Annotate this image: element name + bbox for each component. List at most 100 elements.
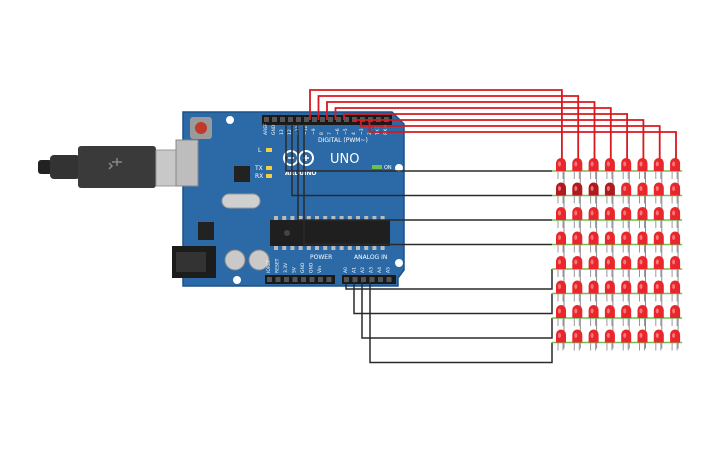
matrix-led[interactable]: [653, 182, 664, 204]
matrix-led[interactable]: [637, 280, 648, 302]
matrix-led[interactable]: [588, 231, 599, 253]
matrix-led[interactable]: [637, 256, 648, 277]
matrix-led[interactable]: [670, 256, 681, 277]
matrix-led[interactable]: [670, 158, 681, 179]
column-wire[interactable]: [369, 282, 553, 364]
matrix-led[interactable]: [621, 329, 632, 351]
led-highlight: [639, 284, 643, 289]
led-body: [588, 207, 599, 220]
matrix-led[interactable]: [588, 158, 599, 179]
matrix-led[interactable]: [572, 280, 583, 302]
row-wire[interactable]: [343, 113, 628, 161]
matrix-led[interactable]: [653, 305, 664, 326]
matrix-led[interactable]: [572, 207, 583, 228]
matrix-led[interactable]: [604, 158, 615, 179]
matrix-led[interactable]: [637, 207, 648, 228]
matrix-led[interactable]: [653, 280, 664, 302]
matrix-led[interactable]: [588, 207, 599, 228]
led-body: [556, 182, 566, 196]
matrix-led[interactable]: [637, 231, 648, 253]
column-wires[interactable]: [285, 124, 553, 364]
matrix-led[interactable]: [588, 256, 599, 277]
mounting-hole: [395, 164, 403, 172]
matrix-led[interactable]: [588, 280, 599, 302]
matrix-led[interactable]: [556, 158, 566, 179]
matrix-led[interactable]: [637, 158, 648, 179]
column-wire[interactable]: [297, 124, 552, 221]
matrix-led[interactable]: [588, 182, 599, 204]
matrix-led[interactable]: [556, 182, 566, 204]
matrix-led[interactable]: [604, 207, 615, 228]
matrix-led[interactable]: [604, 231, 615, 253]
matrix-led[interactable]: [572, 231, 583, 253]
matrix-led[interactable]: [604, 280, 615, 302]
matrix-led[interactable]: [653, 231, 664, 253]
matrix-led[interactable]: [670, 329, 681, 351]
matrix-led[interactable]: [653, 329, 664, 351]
led-highlight: [623, 333, 627, 338]
matrix-led[interactable]: [556, 280, 566, 302]
matrix-led[interactable]: [653, 207, 664, 228]
led-body: [588, 305, 599, 318]
matrix-led[interactable]: [556, 231, 566, 253]
row-wire[interactable]: [368, 120, 677, 161]
led-highlight: [590, 333, 594, 338]
led-highlight: [574, 161, 578, 167]
matrix-led[interactable]: [637, 329, 648, 351]
matrix-led[interactable]: [556, 305, 566, 326]
matrix-led[interactable]: [604, 329, 615, 351]
matrix-led[interactable]: [572, 158, 583, 179]
matrix-led[interactable]: [653, 256, 664, 277]
matrix-led[interactable]: [621, 305, 632, 326]
matrix-led[interactable]: [621, 182, 632, 204]
row-wire[interactable]: [352, 119, 645, 161]
row-wire[interactable]: [360, 120, 661, 161]
matrix-led[interactable]: [572, 329, 583, 351]
matrix-led[interactable]: [588, 329, 599, 351]
column-wire[interactable]: [291, 124, 552, 197]
matrix-led[interactable]: [621, 158, 632, 179]
column-wire[interactable]: [285, 124, 552, 172]
matrix-led[interactable]: [556, 207, 566, 228]
matrix-led[interactable]: [621, 207, 632, 228]
column-wire[interactable]: [353, 282, 553, 315]
matrix-led[interactable]: [670, 182, 681, 204]
led-highlight: [606, 161, 610, 167]
matrix-led[interactable]: [572, 305, 583, 326]
matrix-led[interactable]: [653, 158, 664, 179]
matrix-led[interactable]: [604, 256, 615, 277]
matrix-led[interactable]: [670, 280, 681, 302]
row-wires[interactable]: [309, 89, 677, 161]
matrix-led[interactable]: [604, 305, 615, 326]
matrix-led[interactable]: [670, 207, 681, 228]
row-wire[interactable]: [317, 95, 580, 161]
matrix-led[interactable]: [670, 231, 681, 253]
matrix-led[interactable]: [572, 256, 583, 277]
matrix-led[interactable]: [621, 231, 632, 253]
matrix-led[interactable]: [556, 329, 566, 351]
column-wire[interactable]: [303, 124, 552, 246]
matrix-led[interactable]: [604, 182, 615, 204]
chip-pin: [347, 246, 352, 250]
matrix-led[interactable]: [621, 256, 632, 277]
arduino-logo-text: ARDUINO: [285, 170, 316, 177]
matrix-led[interactable]: [588, 305, 599, 326]
matrix-led[interactable]: [572, 182, 583, 204]
column-wire[interactable]: [361, 282, 553, 339]
matrix-led[interactable]: [670, 305, 681, 326]
matrix-led[interactable]: [621, 280, 632, 302]
matrix-led[interactable]: [556, 256, 566, 277]
column-wire[interactable]: [345, 269, 553, 290]
led-highlight: [672, 186, 676, 191]
row-wire[interactable]: [334, 107, 612, 161]
led-body: [653, 280, 664, 294]
matrix-led[interactable]: [637, 182, 648, 204]
chip-pin: [339, 246, 344, 250]
matrix-led[interactable]: [637, 305, 648, 326]
header-hole: [280, 117, 285, 122]
led-matrix[interactable]: [552, 158, 683, 351]
usb-cable[interactable]: [38, 146, 197, 188]
reset-button-cap[interactable]: [195, 122, 207, 134]
